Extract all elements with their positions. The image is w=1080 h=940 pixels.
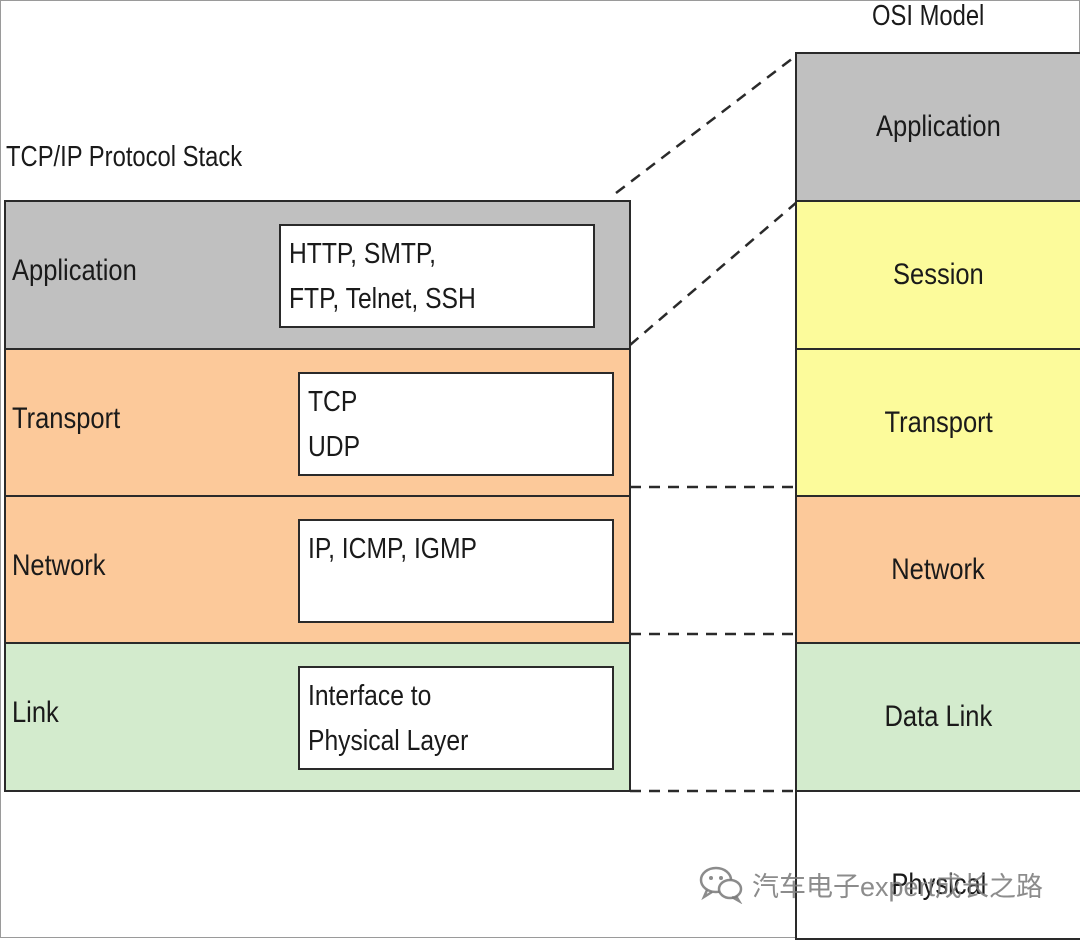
protocol-box: IP, ICMP, IGMP <box>298 519 614 623</box>
tcp-layer-application: Application HTTP, SMTP, FTP, Telnet, SSH <box>4 200 631 350</box>
protocol-list: TCP UDP <box>308 386 361 463</box>
watermark-text: 汽车电子expert成长之路 <box>752 871 1044 902</box>
mapping-line-app-top <box>615 54 798 194</box>
osi-model-title: OSI Model <box>872 0 985 32</box>
osi-layer-label: Physical <box>891 868 986 901</box>
osi-layer-label: Transport <box>884 406 993 439</box>
osi-layer-application: Application <box>795 52 1080 202</box>
tcp-layer-transport: Transport TCP UDP <box>4 348 631 498</box>
protocol-box: HTTP, SMTP, FTP, Telnet, SSH <box>279 224 595 328</box>
osi-layer-label: Session <box>893 258 984 291</box>
osi-layer-label: Data Link <box>884 700 993 733</box>
protocol-box: Interface to Physical Layer <box>298 666 614 770</box>
tcp-layer-network: Network IP, ICMP, IGMP <box>4 495 631 645</box>
tcp-layer-label: Network <box>12 549 106 582</box>
osi-layer-label: Application <box>876 110 1001 143</box>
tcp-layer-link: Link Interface to Physical Layer <box>4 642 631 792</box>
tcp-layer-label: Application <box>12 254 137 287</box>
osi-layer-transport: Transport <box>795 348 1080 498</box>
wechat-icon <box>699 866 743 904</box>
protocol-box: TCP UDP <box>298 372 614 476</box>
osi-layer-data-link: Data Link <box>795 642 1080 792</box>
osi-layer-network: Network <box>795 495 1080 645</box>
tcp-layer-label: Link <box>12 696 59 729</box>
tcp-layer-label: Transport <box>12 402 121 435</box>
protocol-list: IP, ICMP, IGMP <box>308 533 477 565</box>
osi-layer-session: Session <box>795 200 1080 350</box>
tcp-stack-title: TCP/IP Protocol Stack <box>6 141 243 173</box>
osi-layer-label: Network <box>891 553 986 586</box>
protocol-list: HTTP, SMTP, FTP, Telnet, SSH <box>289 238 476 315</box>
mapping-line-app-bottom <box>629 201 798 346</box>
protocol-list: Interface to Physical Layer <box>308 680 469 757</box>
watermark: 汽车电子expert成长之路 <box>698 864 1043 904</box>
